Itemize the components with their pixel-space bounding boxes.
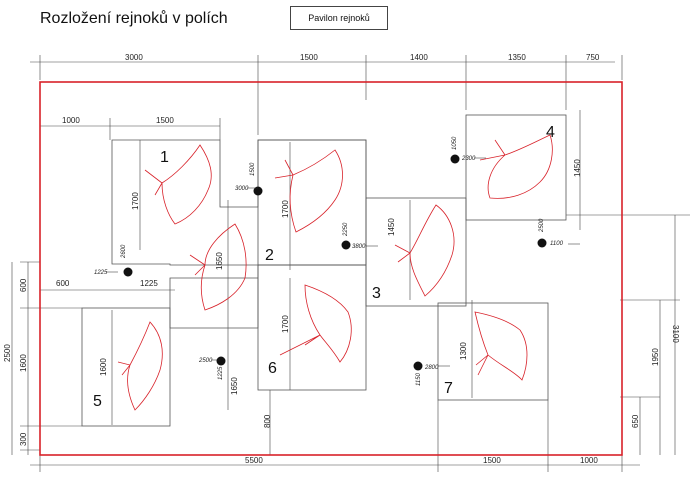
inner-dim: 1300 — [459, 342, 468, 360]
point-marker — [450, 154, 460, 164]
field-numbers: 1 2 3 4 5 6 7 — [93, 124, 555, 410]
top-dim: 1500 — [300, 53, 318, 62]
point-marker — [253, 186, 263, 196]
inner-dim: 1650 — [230, 377, 239, 395]
pavilion-border — [39, 81, 623, 456]
point-label-h: 2600 — [121, 244, 127, 259]
field-number: 7 — [444, 380, 453, 397]
point-label-h: 2250 — [343, 222, 349, 237]
point-label-v: 2800 — [424, 365, 439, 371]
point-label-h: 1150 — [416, 372, 422, 386]
field-number: 1 — [160, 149, 169, 166]
inner-dim: 1450 — [573, 159, 582, 177]
pavilion-label: Pavilon rejnoků — [308, 13, 370, 23]
field-5 — [81, 307, 171, 427]
field-number: 4 — [546, 124, 555, 141]
point-label-h: 2500 — [539, 218, 545, 233]
field-number: 3 — [372, 285, 381, 302]
field-3 — [365, 197, 467, 307]
left-dim: 2500 — [3, 344, 12, 362]
inner-dim: 1700 — [281, 200, 290, 218]
right-dim: 650 — [631, 414, 640, 428]
fields — [81, 114, 567, 427]
field-6 — [257, 264, 367, 391]
pond-5 — [117, 321, 163, 411]
point-label-h: 1500 — [250, 162, 256, 176]
inner-dim: 1450 — [387, 218, 396, 236]
ponds — [117, 134, 553, 411]
point-label-h: 1225 — [218, 366, 224, 380]
point-marker — [537, 238, 547, 248]
bottom-dim: 1500 — [483, 456, 501, 465]
field-number: 6 — [268, 360, 277, 377]
point-label-v: 1100 — [550, 241, 564, 247]
field-7 — [437, 302, 549, 401]
point-label-v: 3000 — [235, 186, 249, 192]
inner-dim: 800 — [263, 414, 272, 428]
field-4 — [465, 114, 567, 221]
dimension-lines — [11, 55, 690, 472]
page-title: Rozložení rejnoků v polích — [40, 10, 228, 27]
right-dim: 3100 — [671, 325, 680, 343]
right-dim: 1950 — [651, 348, 660, 366]
bottom-dim: 1000 — [580, 456, 598, 465]
inner-dim: 1700 — [281, 315, 290, 333]
pond-4 — [479, 134, 553, 199]
point-label-v: 3800 — [352, 244, 366, 250]
inner-dim: 1225 — [140, 279, 158, 288]
top-dim: 750 — [586, 53, 600, 62]
points — [123, 154, 547, 371]
inner-dim: 600 — [56, 279, 70, 288]
inner-dim: 1000 — [62, 116, 80, 125]
point-marker — [216, 356, 226, 366]
point-label-h: 1050 — [452, 136, 458, 150]
pond-1b — [189, 223, 247, 311]
inner-dim: 1650 — [215, 252, 224, 270]
point-label-v: 1225 — [94, 270, 108, 276]
pond-2 — [274, 149, 343, 233]
point-label-v: 2500 — [198, 358, 213, 364]
top-dim: 1350 — [508, 53, 526, 62]
pond-7 — [474, 311, 528, 381]
outer-dimensions: 3000 1500 1400 1350 750 5500 1500 1000 2… — [3, 53, 680, 465]
pond-6 — [279, 284, 352, 363]
inner-dim: 1700 — [131, 192, 140, 210]
field-number: 2 — [265, 247, 274, 264]
pond-3 — [394, 204, 455, 297]
field-number: 5 — [93, 393, 102, 410]
bottom-dim: 5500 — [245, 456, 263, 465]
left-dim: 300 — [19, 432, 28, 446]
point-labels: 1225 2600 3000 1500 3800 2250 2300 1050 … — [94, 136, 564, 386]
point-label-v: 2300 — [461, 156, 476, 162]
inner-dim: 1500 — [156, 116, 174, 125]
pavilion-label-box: Pavilon rejnoků — [290, 6, 388, 30]
field-1 — [111, 139, 367, 329]
pond-1 — [144, 144, 212, 225]
point-marker — [341, 240, 351, 250]
point-marker — [123, 267, 133, 277]
point-marker — [413, 361, 423, 371]
left-dim: 1600 — [19, 354, 28, 372]
top-dim: 3000 — [125, 53, 143, 62]
inner-dim: 1600 — [99, 358, 108, 376]
left-dim: 600 — [19, 278, 28, 292]
inner-dimensions: 1000 1500 600 1225 1700 1650 1600 1700 1… — [56, 116, 582, 428]
top-dim: 1400 — [410, 53, 428, 62]
